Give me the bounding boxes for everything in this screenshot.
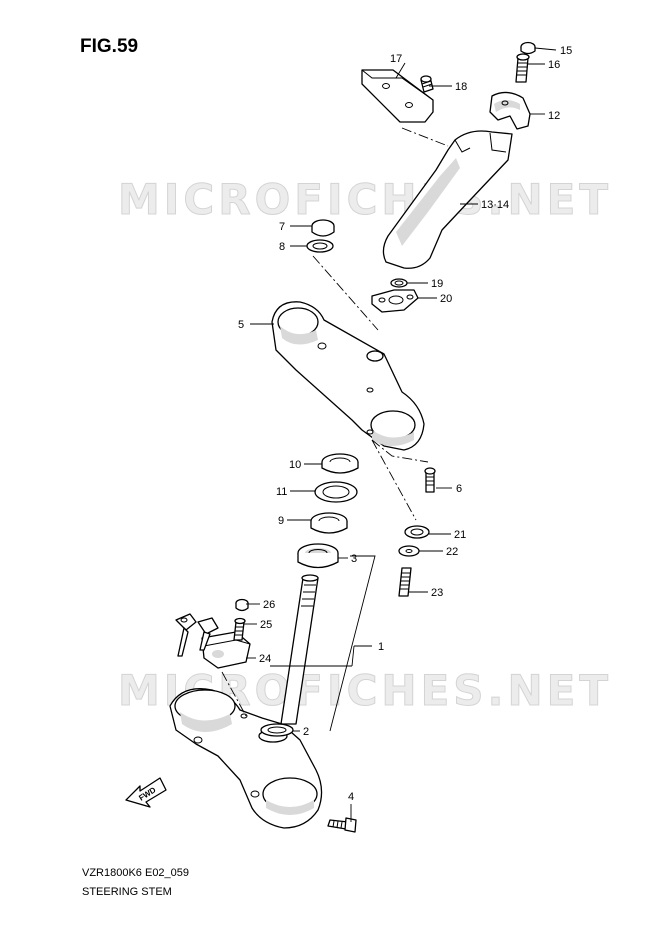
nut-10 <box>321 453 359 474</box>
washer-19 <box>390 278 408 288</box>
callout-25: 25 <box>260 619 272 631</box>
section-caption: STEERING STEM <box>82 886 172 898</box>
callout-2: 2 <box>303 726 309 738</box>
washer-21 <box>404 525 430 539</box>
washer-11 <box>314 481 358 503</box>
nut-9 <box>310 512 348 534</box>
handlebar-holder-upper <box>489 91 531 130</box>
dashline-bolt6 <box>371 439 429 463</box>
dashline-holder <box>401 127 449 147</box>
callout-24: 24 <box>259 653 271 665</box>
callout-6: 6 <box>456 483 462 495</box>
cap-26 <box>235 598 249 612</box>
bolt-23 <box>398 567 412 597</box>
model-code: VZR1800K6 E02_059 <box>82 867 189 879</box>
upper-bracket <box>271 301 425 451</box>
steering-lock-24 <box>201 631 251 669</box>
keys <box>175 613 219 657</box>
dashline-washer21 <box>371 439 417 521</box>
callout-labels: 17 18 15 16 12 13·14 7 8 19 20 5 10 11 9… <box>238 45 572 803</box>
bolt-18 <box>420 75 434 93</box>
callout-19: 19 <box>431 278 443 290</box>
callout-3: 3 <box>351 553 357 565</box>
plate-20 <box>371 289 419 313</box>
callout-26: 26 <box>263 599 275 611</box>
callout-22: 22 <box>446 546 458 558</box>
bolt-16 <box>515 53 530 83</box>
washer-22 <box>398 545 420 557</box>
callout-4: 4 <box>348 791 354 803</box>
leader-lines <box>244 47 557 822</box>
steering-stem-shaft <box>280 574 319 725</box>
callout-11: 11 <box>276 486 287 498</box>
callout-5: 5 <box>238 319 244 331</box>
callout-17: 17 <box>390 53 402 65</box>
callout-13-14: 13·14 <box>481 199 509 211</box>
callout-10: 10 <box>289 459 301 471</box>
figure-title: FIG.59 <box>80 36 138 57</box>
callout-8: 8 <box>279 241 285 253</box>
handlebar-holder-lower <box>361 69 434 123</box>
dashline-lock <box>221 671 247 717</box>
handlebar <box>382 130 513 269</box>
watermark-top: MICROFICHES.NET <box>118 175 612 224</box>
bearing-3 <box>297 543 339 569</box>
bolt-4 <box>327 817 357 833</box>
callout-18: 18 <box>455 81 467 93</box>
callout-12: 12 <box>548 110 560 122</box>
fwd-arrow-icon: FWD <box>125 777 167 808</box>
washer-8 <box>306 239 334 253</box>
dashline-bolt7 <box>312 255 379 331</box>
callout-21: 21 <box>454 529 466 541</box>
screw-25 <box>233 617 246 641</box>
cap-7 <box>311 219 335 237</box>
cap-15 <box>520 41 536 55</box>
callout-1: 1 <box>378 641 384 653</box>
callout-20: 20 <box>440 293 452 305</box>
callout-16: 16 <box>548 59 560 71</box>
bearing-2 <box>260 723 294 737</box>
bolt-6 <box>424 467 436 493</box>
callout-7: 7 <box>279 221 285 233</box>
callout-23: 23 <box>431 587 443 599</box>
callout-15: 15 <box>560 45 572 57</box>
callout-9: 9 <box>278 515 284 527</box>
